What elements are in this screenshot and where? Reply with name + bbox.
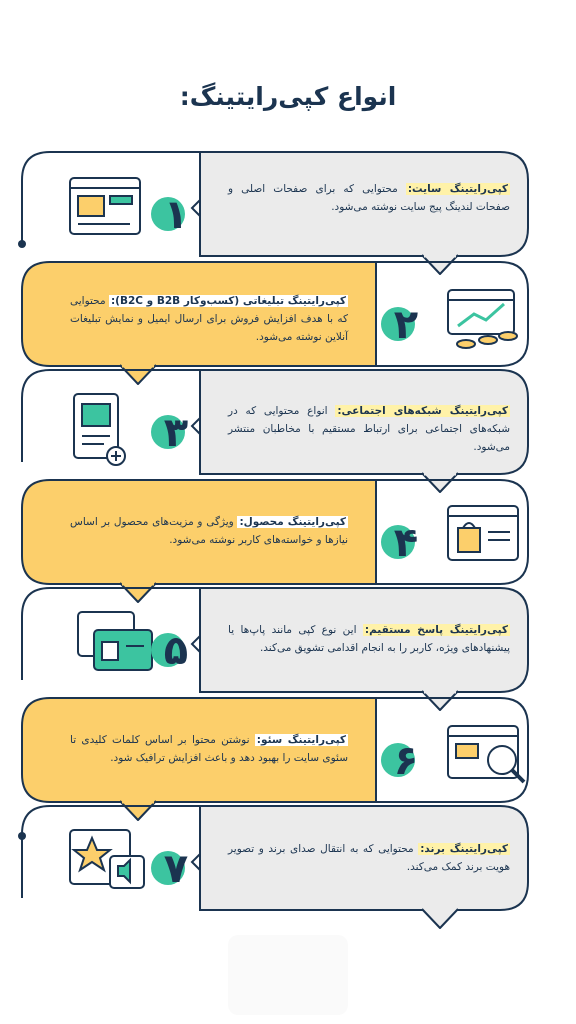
step-6-number-text: ۶ <box>394 738 418 784</box>
step-3-heading: کپی‌رایتینگ شبکه‌های اجتماعی: <box>335 405 510 417</box>
step-2-panel <box>21 261 377 367</box>
step-7-border <box>190 805 529 911</box>
step-3-text: کپی‌رایتینگ شبکه‌های اجتماعی: انواع محتو… <box>228 402 510 456</box>
step-4-number: ۴ <box>381 520 418 566</box>
step-4-text: کپی‌رایتینگ محصول: ویژگی و مزیت‌های محصو… <box>70 513 348 549</box>
step-1-number-circle <box>151 197 185 231</box>
step-3-pointer <box>421 472 459 493</box>
step-5-box <box>21 587 529 711</box>
step-5-body: این نوع کپی مانند پاپ‌ها یا پیشنهادهای و… <box>228 624 510 654</box>
step-7-panel <box>200 806 528 910</box>
product-bag-icon <box>447 505 519 561</box>
step-2-number: ۲ <box>381 302 418 348</box>
step-6-body: نوشتن محتوا بر اساس کلمات کلیدی تا سئوی … <box>70 734 348 764</box>
step-7-body: محتوایی که به انتقال صدای برند و تصویر ه… <box>228 843 510 873</box>
step-1-number: ۱ <box>151 192 188 238</box>
step-4-number-circle <box>381 525 415 559</box>
step-3-panel <box>200 370 528 474</box>
step-1-pointer <box>421 254 459 275</box>
sales-growth-icon <box>447 289 518 349</box>
step-5-border <box>190 587 529 693</box>
step-4-number-text: ۴ <box>394 520 418 566</box>
end-dot <box>18 832 26 840</box>
step-5-panel <box>200 588 528 692</box>
step-1-body: محتوایی که برای صفحات اصلی و صفحات لندین… <box>228 183 510 213</box>
step-7-heading: کپی‌رایتینگ برند: <box>418 843 510 855</box>
step-7-box <box>18 805 529 929</box>
step-6-panel <box>21 697 377 803</box>
step-4-body: ویژگی و مزیت‌های محصول بر اساس نیازها و … <box>70 516 348 546</box>
step-6-text: کپی‌رایتینگ سئو: نوشتن محتوا بر اساس کلم… <box>70 731 349 767</box>
step-7-pointer <box>421 908 459 929</box>
step-6-heading: کپی‌رایتینگ سئو: <box>254 734 349 746</box>
step-1-border <box>190 151 529 257</box>
step-5-text: کپی‌رایتینگ پاسخ مستقیم: این نوع کپی مان… <box>228 621 510 657</box>
social-post-icon <box>73 393 126 466</box>
step-1-panel <box>200 152 528 256</box>
step-4-panel <box>21 479 377 585</box>
website-card-icon <box>69 177 141 235</box>
shopping-window-icon <box>77 611 153 671</box>
step-boxes <box>18 151 529 929</box>
step-1-text: کپی‌رایتینگ سایت: محتوایی که برای صفحات … <box>228 180 510 216</box>
step-3-outline <box>21 369 200 462</box>
start-dot <box>18 240 26 248</box>
step-3-box <box>21 369 529 493</box>
step-5-outline <box>21 587 200 680</box>
step-3-body: انواع محتوایی که در شبکه‌های اجتماعی برا… <box>228 405 510 453</box>
page-title: انواع کپی‌رایتینگ: <box>179 82 397 111</box>
step-7-number: ۷ <box>151 846 188 892</box>
step-1-outline <box>21 151 200 244</box>
step-4-box <box>21 479 529 603</box>
step-4-outline <box>376 479 529 585</box>
step-2-heading: کپی‌رایتینگ تبلیغاتی (کسب‌وکار B2B و B2C… <box>108 295 348 307</box>
step-7-text: کپی‌رایتینگ برند: محتوایی که به انتقال ص… <box>228 840 510 876</box>
step-6-outline <box>376 697 529 803</box>
step-2-body: محتوایی که با هدف افزایش فروش برای ارسال… <box>70 295 348 343</box>
step-5-heading: کپی‌رایتینگ پاسخ مستقیم: <box>362 624 510 636</box>
step-2-text: کپی‌رایتینگ تبلیغاتی (کسب‌وکار B2B و B2C… <box>70 292 348 346</box>
step-1-heading: کپی‌رایتینگ سایت: <box>405 183 510 195</box>
step-2-pointer <box>119 364 157 385</box>
step-3-number: ۳ <box>151 410 188 456</box>
step-6-number-circle <box>381 743 415 777</box>
step-3-border <box>190 369 529 475</box>
step-5-number-text: ۵ <box>164 628 188 674</box>
step-6-pointer <box>119 800 157 821</box>
step-6-box <box>21 697 529 821</box>
step-2-number-text: ۲ <box>394 302 418 348</box>
step-4-heading: کپی‌رایتینگ محصول: <box>237 516 348 528</box>
step-2-number-circle <box>381 307 415 341</box>
step-3-number-circle <box>151 415 185 449</box>
watermark <box>228 935 348 1015</box>
step-3-number-text: ۳ <box>164 410 188 456</box>
step-icons <box>69 177 526 889</box>
seo-search-icon <box>447 725 526 784</box>
step-7-number-text: ۷ <box>164 846 188 892</box>
step-1-number-text: ۱ <box>164 192 188 238</box>
step-2-outline <box>376 261 529 367</box>
step-4-pointer <box>119 582 157 603</box>
step-numbers: ۱ ۲ ۳ ۴ ۵ ۶ ۷ <box>151 192 418 892</box>
step-5-number: ۵ <box>151 628 188 674</box>
step-5-pointer <box>421 690 459 711</box>
brand-star-icon <box>69 829 145 889</box>
step-7-number-circle <box>151 851 185 885</box>
step-6-number: ۶ <box>381 738 418 784</box>
step-5-number-circle <box>151 633 185 667</box>
